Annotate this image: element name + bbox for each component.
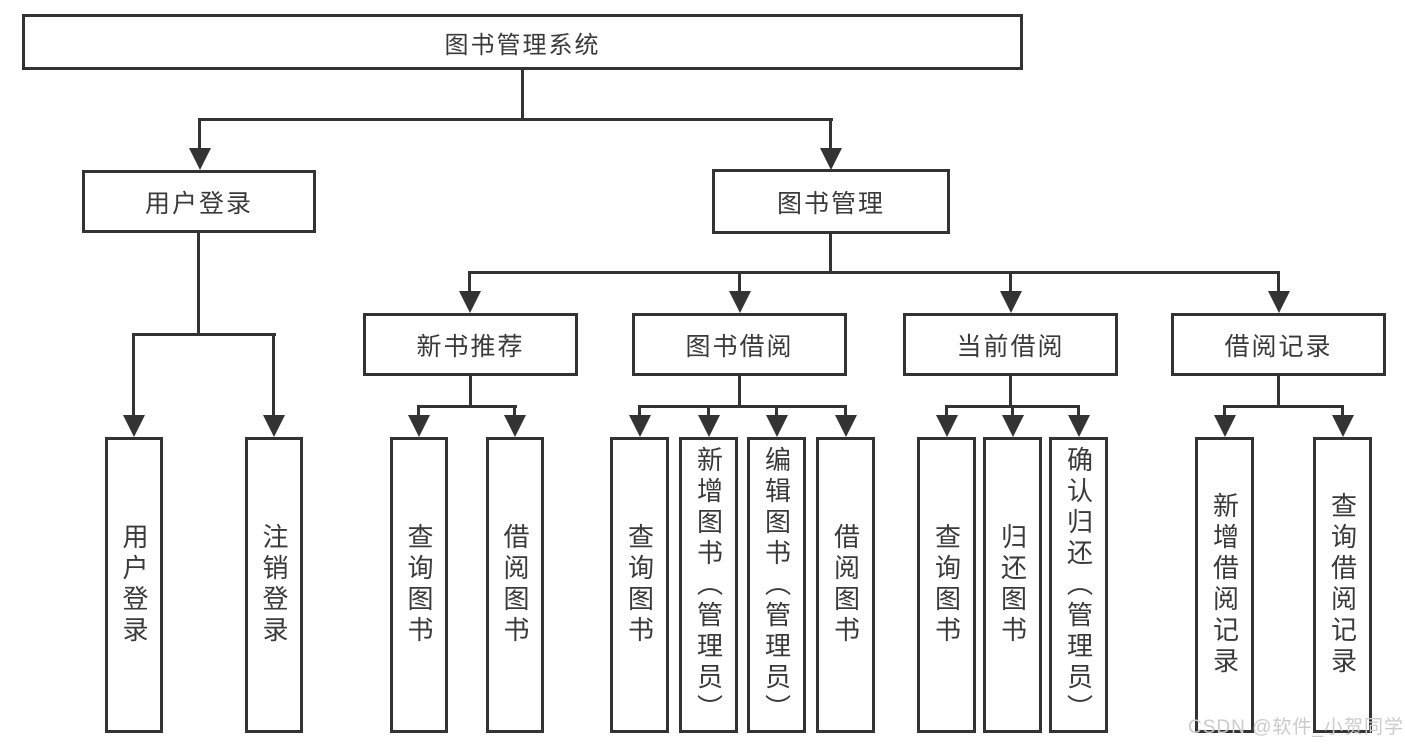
leaf-bb-query-books-label: 查询图书 [624,523,655,647]
leaf-bb-query-books: 查询图书 [610,437,669,733]
leaf-nbr-borrow-books-label: 借阅图书 [500,523,530,647]
connector-arrow-bb-edit [775,405,778,415]
connector-arrow-new-book-recommend [468,271,471,291]
node-user-login: 用户登录 [82,170,316,233]
leaf-bb-add-books-admin-label: 新增图书（管理员） [693,445,724,725]
leaf-nbr-query-books: 查询图书 [390,437,448,733]
connector-book-management-stem [829,234,832,274]
node-new-book-recommend-label: 新书推荐 [416,332,525,361]
connector-arrow-bb-add [707,405,710,415]
leaf-cb-return-books: 归还图书 [983,437,1042,733]
connector-arrow-leaf-logout [272,333,275,415]
connector-arrow-current-borrow [1009,271,1012,291]
leaf-cb-confirm-return-admin: 确认归还（管理员） [1049,437,1108,733]
node-user-login-label: 用户登录 [144,189,253,218]
connector-book-management-branch [468,271,1280,274]
leaf-nbr-query-books-label: 查询图书 [404,523,434,647]
connector-arrow-book-borrow [738,271,741,291]
leaf-cb-return-books-label: 归还图书 [997,523,1028,647]
connector-arrow-bb-query [638,405,641,415]
connector-root-stem [521,70,524,120]
node-new-book-recommend: 新书推荐 [363,313,578,376]
connector-book-borrow-branch [638,405,847,408]
leaf-bb-borrow-books: 借阅图书 [816,437,875,733]
node-book-borrow: 图书借阅 [632,313,847,376]
leaf-logout-login-label: 注销登录 [259,523,289,647]
connector-root-branch [198,118,833,121]
leaf-user-login-label: 用户登录 [119,523,149,647]
node-root-label: 图书管理系统 [444,31,601,59]
leaf-cb-query-books: 查询图书 [917,437,976,733]
node-book-management-label: 图书管理 [776,189,885,218]
connector-arrow-nbr-borrow [513,405,516,415]
leaf-bb-add-books-admin: 新增图书（管理员） [679,437,738,733]
connector-current-borrow-stem [1009,376,1012,407]
leaf-br-add-record-label: 新增借阅记录 [1209,492,1240,678]
node-current-borrow-label: 当前借阅 [956,332,1065,361]
connector-arrow-cb-query [945,405,948,415]
connector-arrow-bb-borrow [844,405,847,415]
leaf-bb-edit-books-admin-label: 编辑图书（管理员） [761,445,792,725]
connector-new-book-recommend-branch [417,405,517,408]
node-current-borrow: 当前借阅 [903,313,1118,376]
connector-arrow-cb-confirm [1077,405,1080,415]
leaf-br-query-record-label: 查询借阅记录 [1327,492,1358,678]
leaf-cb-confirm-return-admin-label: 确认归还（管理员） [1063,445,1094,725]
connector-arrow-user-login [198,118,201,148]
connector-new-book-recommend-stem [469,376,472,407]
node-root: 图书管理系统 [22,14,1023,70]
connector-borrow-records-stem [1277,376,1280,407]
connector-arrow-br-query [1341,405,1344,415]
connector-arrow-cb-return [1011,405,1014,415]
leaf-br-add-record: 新增借阅记录 [1195,437,1254,733]
leaf-logout-login: 注销登录 [245,437,303,733]
node-borrow-records-label: 借阅记录 [1224,332,1333,361]
node-book-borrow-label: 图书借阅 [685,332,794,361]
connector-borrow-records-branch [1223,405,1344,408]
node-borrow-records: 借阅记录 [1171,313,1386,376]
connector-user-login-branch [132,333,276,336]
connector-arrow-book-management [829,118,832,148]
leaf-bb-borrow-books-label: 借阅图书 [830,523,861,647]
leaf-nbr-borrow-books: 借阅图书 [486,437,544,733]
connector-arrow-leaf-user-login [132,333,135,415]
connector-arrow-br-add [1223,405,1226,415]
leaf-user-login: 用户登录 [105,437,163,733]
csdn-watermark: CSDN @软件_小贺同学 [1188,717,1404,738]
connector-user-login-stem [197,233,200,336]
connector-arrow-nbr-query [417,405,420,415]
leaf-bb-edit-books-admin: 编辑图书（管理员） [747,437,806,733]
leaf-br-query-record: 查询借阅记录 [1313,437,1372,733]
leaf-cb-query-books-label: 查询图书 [931,523,962,647]
node-book-management: 图书管理 [712,169,950,234]
connector-book-borrow-stem [738,376,741,407]
connector-arrow-borrow-records [1277,271,1280,291]
